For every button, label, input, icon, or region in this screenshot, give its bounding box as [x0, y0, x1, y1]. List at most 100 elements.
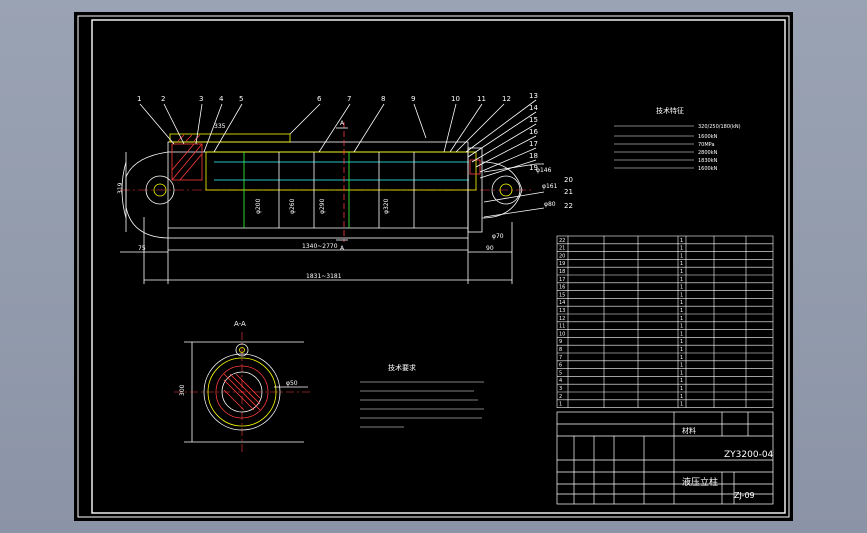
section-height: 300 — [179, 384, 186, 396]
callout-11: 11 — [477, 95, 486, 103]
bom-row-qty: 1 — [680, 253, 683, 259]
spec-value-3: 70MPa — [698, 142, 715, 148]
bom-row-number: 8 — [559, 347, 562, 353]
bom-row-number: 10 — [559, 331, 565, 337]
bom-row-number: 4 — [559, 378, 562, 384]
dim-right-bore: φ70 — [492, 233, 504, 240]
section-view-aa — [174, 332, 310, 452]
bom-row-qty: 1 — [680, 308, 683, 314]
callout-16: 16 — [529, 128, 538, 136]
bom-row-number: 22 — [559, 238, 565, 244]
dim-right2: φ161 — [542, 183, 558, 190]
bom-row-qty: 1 — [680, 238, 683, 244]
bom-row-number: 5 — [559, 370, 562, 376]
bom-row-qty: 1 — [680, 261, 683, 267]
dim-right1: φ146 — [536, 167, 552, 174]
callout-12: 12 — [502, 95, 511, 103]
drawing-canvas: 1 2 3 4 5 6 7 8 9 10 11 12 13 14 15 16 1… — [77, 15, 790, 518]
bom-row-number: 17 — [559, 277, 565, 283]
dim-d4: φ320 — [383, 198, 390, 214]
bom-row-qty: 1 — [680, 394, 683, 400]
bom-table — [556, 235, 774, 408]
bom-row-qty: 1 — [680, 386, 683, 392]
callout-7: 7 — [347, 95, 351, 103]
callout-4: 4 — [219, 95, 224, 103]
tech-features-title: 技术特征 — [656, 106, 684, 115]
drawing-code: ZJ-09 — [734, 491, 755, 500]
callout-3: 3 — [199, 95, 203, 103]
bom-row-number: 16 — [559, 285, 565, 291]
callout-15: 15 — [529, 116, 538, 124]
drawing-sheet: 1 2 3 4 5 6 7 8 9 10 11 12 13 14 15 16 1… — [74, 12, 793, 521]
bom-row-number: 1 — [559, 402, 562, 408]
callout-labels: 1 2 3 4 5 6 7 8 9 10 11 12 13 14 15 16 1… — [137, 92, 573, 210]
callout-5: 5 — [239, 95, 243, 103]
dim-left-end: 75 — [138, 245, 146, 252]
drawing-number: ZY3200-04 — [724, 450, 774, 460]
bom-row-qty: 1 — [680, 331, 683, 337]
callout-10: 10 — [451, 95, 460, 103]
callout-22: 22 — [564, 202, 573, 210]
callout-18: 18 — [529, 152, 538, 160]
bom-row-qty: 1 — [680, 285, 683, 291]
dim-right-end: 90 — [486, 245, 494, 252]
spec-value-1: 320/250/180(kN) — [698, 124, 741, 130]
callout-19: 19 — [529, 164, 538, 172]
callout-14: 14 — [529, 104, 538, 112]
bom-row-number: 2 — [559, 394, 562, 400]
section-label: A-A — [234, 320, 246, 328]
section-marker-bottom: A — [340, 245, 345, 252]
dim-height: 319 — [117, 182, 124, 194]
spec-value-6: 1600kN — [698, 166, 718, 172]
bom-row-qty: 1 — [680, 269, 683, 275]
callout-1: 1 — [137, 95, 141, 103]
section-dim: φ50 — [286, 380, 298, 387]
inner-frame — [91, 19, 786, 514]
bom-row-number: 21 — [559, 246, 565, 252]
bom-row-qty: 1 — [680, 370, 683, 376]
spec-value-4: 2800kN — [698, 150, 718, 156]
bom-row-number: 7 — [559, 355, 562, 361]
bom-row-number: 6 — [559, 363, 562, 369]
bom-row-number: 13 — [559, 308, 565, 314]
bom-row-number: 12 — [559, 316, 565, 322]
cylinder-main-view — [120, 99, 545, 284]
title-block — [556, 411, 774, 505]
drawing-title: 液压立柱 — [682, 476, 718, 488]
callout-13: 13 — [529, 92, 538, 100]
bom-row-qty: 1 — [680, 378, 683, 384]
bom-row-qty: 1 — [680, 355, 683, 361]
bom-row-qty: 1 — [680, 316, 683, 322]
notes-block: 技术要求 — [360, 363, 484, 428]
bom-row-number: 18 — [559, 269, 565, 275]
dim-overall: 1831~3181 — [306, 273, 342, 280]
bom-row-number: 3 — [559, 386, 562, 392]
bom-row-qty: 1 — [680, 339, 683, 345]
section-marker-top: A — [340, 120, 345, 127]
drawing-material-label: 材料 — [682, 426, 696, 435]
outer-frame — [77, 15, 790, 518]
bom-row-qty: 1 — [680, 402, 683, 408]
callout-21: 21 — [564, 188, 573, 196]
dim-d3: φ290 — [319, 198, 326, 214]
callout-17: 17 — [529, 140, 538, 148]
callout-6: 6 — [317, 95, 322, 103]
callout-2: 2 — [161, 95, 165, 103]
notes-title: 技术要求 — [388, 363, 416, 372]
bom-row-number: 14 — [559, 300, 565, 306]
bom-row-qty: 1 — [680, 246, 683, 252]
dim-right3: φ80 — [544, 201, 556, 208]
tech-features-block: 技术特征 320/250/180(kN) 1600kN 70MPa 2800kN… — [614, 106, 741, 172]
bom-row-qty: 1 — [680, 277, 683, 283]
dim-top: 335 — [214, 123, 226, 130]
dimension-labels: 1340~2770 1831~3181 75 90 319 φ70 335 φ2… — [117, 120, 558, 280]
bom-row-qty: 1 — [680, 300, 683, 306]
spec-value-5: 1830kN — [698, 158, 718, 164]
bom-row-qty: 1 — [680, 292, 683, 298]
spec-value-2: 1600kN — [698, 134, 718, 140]
dim-d1: φ200 — [255, 198, 262, 214]
bom-row-number: 15 — [559, 292, 565, 298]
bom-row-number: 9 — [559, 339, 562, 345]
bom-row-number: 20 — [559, 253, 565, 259]
